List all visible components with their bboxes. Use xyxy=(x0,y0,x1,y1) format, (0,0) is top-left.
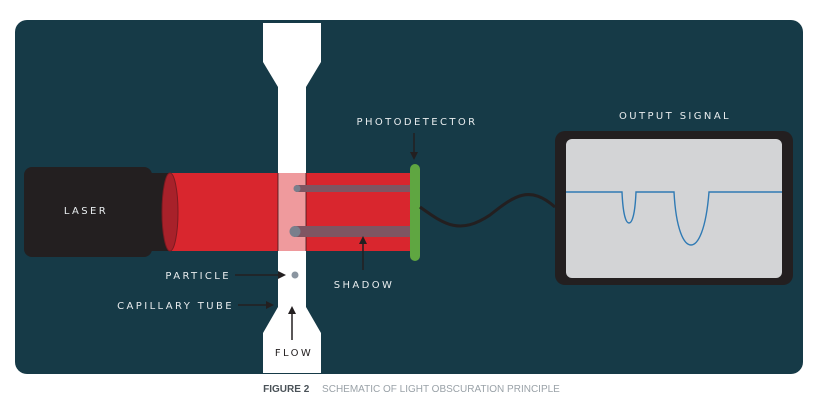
photodetector-label: PHOTODETECTOR xyxy=(357,117,478,128)
particle-small-in-beam xyxy=(293,185,301,192)
capillary-tube-label: CAPILLARY TUBE xyxy=(117,301,234,312)
particle-large-in-beam xyxy=(289,226,301,237)
figure-caption: FIGURE 2 SCHEMATIC OF LIGHT OBSCURATION … xyxy=(0,384,823,395)
signal-cable xyxy=(419,193,556,228)
laser-aperture xyxy=(161,172,179,252)
laser-body xyxy=(24,167,152,257)
shadow-large xyxy=(294,226,412,237)
flow-label: FLOW xyxy=(275,348,313,359)
beam-in-tube xyxy=(278,173,306,251)
shadow-small xyxy=(296,185,412,192)
figure-number: FIGURE 2 xyxy=(263,384,310,395)
particle-label: PARTICLE xyxy=(165,271,231,282)
shadow-label: SHADOW xyxy=(334,280,395,291)
figure-title: SCHEMATIC OF LIGHT OBSCURATION PRINCIPLE xyxy=(322,384,560,395)
photodetector xyxy=(410,164,420,261)
laser-label: LASER xyxy=(64,206,108,217)
output-screen xyxy=(566,139,782,278)
output-signal-label: OUTPUT SIGNAL xyxy=(619,111,731,122)
particle xyxy=(291,271,299,279)
output-signal-trace xyxy=(566,191,782,246)
